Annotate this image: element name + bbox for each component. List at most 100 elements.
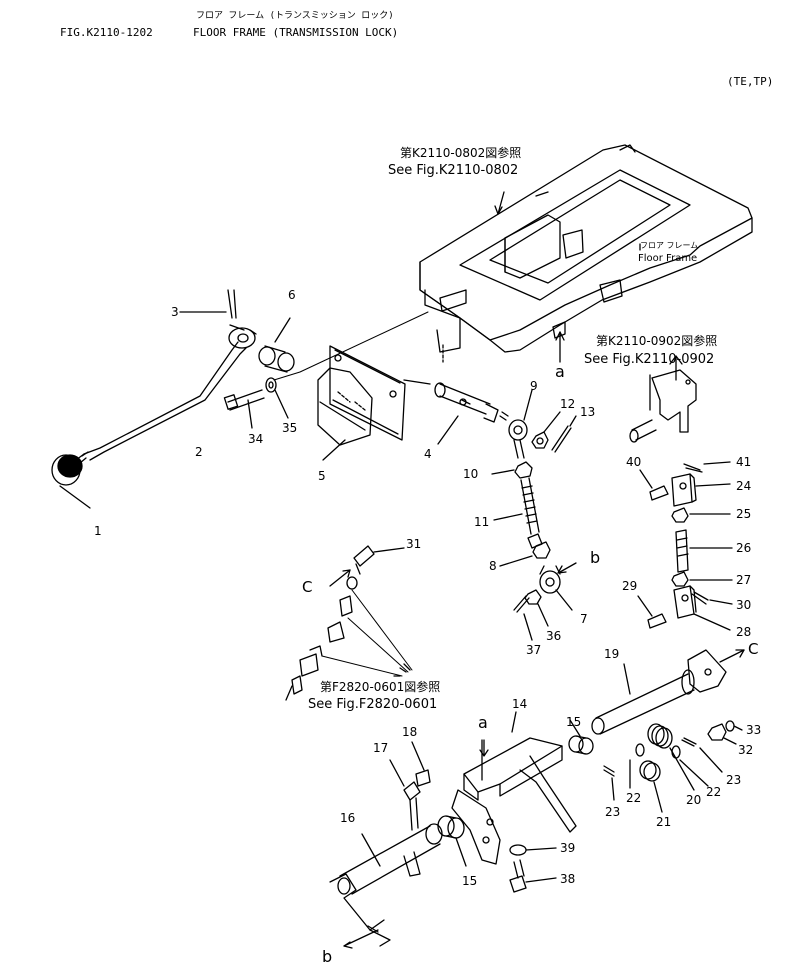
marker-a-top-arrowhead — [555, 331, 565, 341]
callout-15-top: 15 — [566, 715, 581, 729]
arrow-c-left — [329, 569, 351, 587]
knob — [51, 454, 91, 509]
callout-37: 37 — [526, 643, 541, 657]
block-24 — [671, 473, 731, 507]
leader-40 — [639, 469, 653, 489]
callout-34: 34 — [248, 432, 263, 446]
callout-8: 8 — [489, 559, 497, 573]
floor-frame-label-en: Floor Frame — [638, 253, 697, 264]
callout-9: 9 — [530, 379, 538, 393]
ref-0902-en: See Fig.K2110-0902 — [584, 352, 714, 367]
callout-13: 13 — [580, 405, 595, 419]
arrow-b-top — [559, 562, 577, 573]
lever-shaft-16 — [329, 823, 443, 947]
rod-end-9 — [508, 389, 533, 459]
rod-end-7 — [539, 565, 573, 611]
arrowhead-c-right — [735, 649, 745, 658]
arrowhead-b-bottom — [343, 941, 353, 949]
callout-35: 35 — [282, 421, 297, 435]
callout-31: 31 — [406, 537, 421, 551]
ref-arrowheads-f2820 — [393, 663, 411, 677]
leader-41 — [703, 461, 731, 465]
cotter-pin-13 — [551, 425, 572, 453]
callout-23-left: 23 — [605, 805, 620, 819]
arrow-c-right — [719, 649, 745, 663]
callout-4: 4 — [424, 447, 432, 461]
callout-2: 2 — [195, 445, 203, 459]
nut-25 — [671, 507, 689, 523]
callout-26: 26 — [736, 541, 751, 555]
ref-f2820-en: See Fig.F2820-0601 — [308, 697, 437, 712]
callout-27: 27 — [736, 573, 751, 587]
floor-frame-label-jp: フロア フレーム — [640, 241, 698, 250]
bushing-6 — [258, 317, 295, 373]
marker-b-top: b — [590, 548, 600, 567]
leader-8 — [499, 555, 533, 567]
ref-leaders-f2820 — [321, 589, 413, 677]
arrow-b-bottom — [343, 929, 379, 947]
marker-c-left: C — [302, 578, 312, 596]
shift-lever — [75, 289, 257, 464]
washer-35 — [265, 377, 289, 419]
bushing-15-bottom — [437, 815, 467, 867]
spring-20-21 — [639, 723, 695, 813]
pin-4 — [403, 379, 509, 445]
callout-33: 33 — [746, 723, 761, 737]
callout-38: 38 — [560, 872, 575, 886]
callout-15-bottom: 15 — [462, 874, 477, 888]
floor-frame — [419, 144, 753, 353]
callout-22-right: 22 — [706, 785, 721, 799]
cable-parts — [285, 576, 358, 701]
callout-12: 12 — [560, 397, 575, 411]
marker-c-right: C — [748, 640, 758, 658]
nut-27 — [671, 571, 689, 587]
nut-12 — [531, 411, 561, 449]
ref-0802-arrowhead — [494, 205, 503, 215]
callout-1: 1 — [94, 524, 102, 538]
stud-26 — [675, 529, 733, 573]
cotter-pins-23 — [603, 737, 723, 801]
callout-7: 7 — [580, 612, 588, 626]
callout-20: 20 — [686, 793, 701, 807]
marker-b-bottom: b — [322, 947, 332, 965]
callout-32: 32 — [738, 743, 753, 757]
callout-14: 14 — [512, 697, 527, 711]
figure-number: FIG.K2110-1202 — [60, 26, 153, 39]
bolt-34 — [223, 389, 265, 429]
shaft-19 — [591, 649, 727, 735]
nut-32-washer-33 — [707, 720, 743, 745]
arrowhead-b-top — [557, 565, 567, 574]
leader-36 — [537, 603, 549, 627]
bolt-29 — [647, 613, 667, 629]
bolt-40 — [649, 485, 669, 501]
callout-25: 25 — [736, 507, 751, 521]
nut-10 — [514, 461, 533, 479]
ref-0902-jp: 第K2110-0902図参照 — [596, 333, 717, 348]
variant-code: (TE,TP) — [727, 75, 774, 88]
pin-41 — [683, 463, 703, 473]
bracket-ref-0902 — [629, 369, 697, 443]
bushing-15-top — [568, 719, 594, 755]
callout-21: 21 — [656, 815, 671, 829]
bolt-17 — [389, 759, 421, 831]
rod-11 — [493, 477, 543, 549]
ref-0802-jp: 第K2110-0802図参照 — [400, 145, 521, 160]
leader-37 — [523, 613, 533, 641]
leader-39 — [525, 847, 557, 851]
callout-24: 24 — [736, 479, 751, 493]
marker-a-bottom: a — [478, 713, 488, 732]
leader-10 — [491, 469, 515, 475]
leader-13 — [569, 415, 577, 427]
figure-title: FLOOR FRAME (TRANSMISSION LOCK) — [193, 26, 399, 39]
callout-10: 10 — [463, 467, 478, 481]
callout-36: 36 — [546, 629, 561, 643]
washers-22 — [629, 743, 709, 789]
nut-18 — [415, 769, 431, 787]
leader-18 — [411, 741, 425, 771]
callout-41: 41 — [736, 455, 751, 469]
pin-30 — [691, 591, 709, 605]
callout-16: 16 — [340, 811, 355, 825]
callout-40: 40 — [626, 455, 641, 469]
nut-8 — [532, 541, 551, 559]
